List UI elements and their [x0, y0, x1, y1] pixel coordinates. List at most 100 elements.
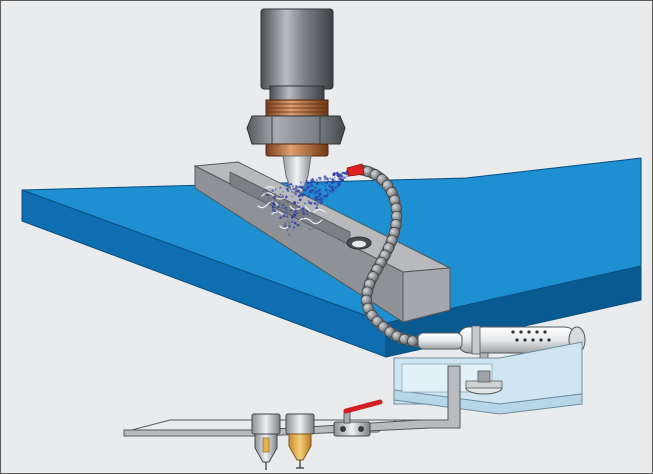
mist-droplet [341, 171, 344, 174]
mist-droplet [335, 186, 338, 189]
mist-droplet [309, 201, 313, 205]
mist-droplet [286, 229, 289, 232]
mist-droplet [295, 211, 299, 215]
mist-droplet [285, 210, 288, 212]
coolant-nozzle-icon [346, 163, 365, 177]
mist-droplet [286, 184, 289, 187]
valve-body [333, 421, 371, 437]
filter-a-head [251, 413, 281, 435]
mist-droplet [333, 176, 336, 179]
mist-droplet [281, 195, 285, 199]
mist-droplet [291, 185, 295, 188]
mist-droplet [324, 178, 326, 181]
mist-droplet [342, 172, 345, 175]
mist-droplet [316, 182, 319, 186]
mist-droplet [315, 202, 319, 206]
mist-droplet [274, 188, 277, 191]
mist-droplet [306, 213, 309, 216]
mist-droplet [319, 193, 322, 196]
swivel-post [477, 370, 491, 383]
generator-collar [471, 325, 481, 355]
mist-droplet [288, 224, 291, 228]
mist-droplet [286, 187, 289, 191]
mist-droplet [266, 193, 269, 197]
mist-droplet [287, 190, 290, 192]
mist-droplet [288, 221, 291, 224]
mist-droplet [306, 181, 310, 185]
hose-segments [360, 165, 419, 347]
magnetic-base-icon [393, 341, 583, 415]
mist-droplet [299, 194, 303, 197]
mist-droplet [298, 185, 301, 189]
filter-bowl-icon [285, 413, 315, 469]
mist-droplet [284, 206, 288, 210]
mist-droplet [278, 201, 281, 204]
mist-droplet [270, 202, 273, 205]
mist-droplet [311, 184, 313, 187]
mist-droplet [290, 209, 293, 212]
mist-droplet [293, 221, 297, 225]
workpiece-hole-inner [352, 240, 366, 248]
mist-droplet [289, 183, 293, 186]
mist-droplet [282, 214, 286, 218]
mist-droplet [297, 202, 299, 204]
mist-droplet [309, 182, 312, 185]
mist-droplet [336, 184, 340, 187]
mist-droplet [308, 211, 311, 214]
mist-droplet [296, 223, 299, 226]
mist-droplet [279, 216, 282, 220]
mist-droplet [336, 173, 340, 177]
mist-droplet [287, 201, 289, 204]
valve-nut-left [340, 426, 346, 432]
mist-droplet [306, 210, 309, 213]
mist-droplet [304, 194, 306, 196]
valve-nut-right [358, 426, 364, 432]
mist-droplet [319, 198, 322, 201]
mist-droplet [323, 175, 327, 179]
mist-droplet [314, 186, 317, 189]
valve-handle [343, 399, 383, 414]
mist-droplet [273, 203, 276, 206]
mist-droplet [294, 208, 297, 212]
mist-droplet [312, 180, 316, 183]
hose-segment [407, 335, 419, 347]
mist-droplet [286, 215, 289, 218]
spindle-collet-copper [265, 143, 329, 157]
mist-droplet [282, 190, 284, 193]
mist-droplet [318, 195, 321, 198]
mist-droplet [293, 226, 296, 229]
mist-droplet [319, 177, 322, 181]
filter-a-window [262, 437, 270, 453]
mist-droplet [324, 185, 327, 187]
mist-droplet [315, 206, 318, 210]
mist-droplet [265, 189, 268, 192]
mist-droplet [340, 175, 343, 178]
filter-b-bowl [288, 433, 312, 461]
generator-inlet [417, 332, 463, 350]
mist-droplet [319, 198, 323, 201]
mist-droplet [324, 181, 328, 185]
mist-droplet [271, 205, 275, 209]
mist-droplet [301, 193, 304, 195]
mist-droplet [316, 190, 319, 193]
mist-droplet [315, 178, 318, 182]
mist-droplet [303, 188, 307, 192]
mist-droplet [311, 177, 314, 181]
mist-droplet [328, 189, 331, 192]
mist-droplet [288, 233, 291, 236]
coolant-hose [346, 163, 426, 348]
mist-droplet [294, 189, 298, 193]
mist-droplet [340, 174, 344, 178]
mist-droplet [322, 198, 324, 200]
mist-droplet [317, 176, 320, 179]
machine-spindle-icon [246, 8, 346, 193]
valve-stem [343, 411, 351, 424]
mist-droplet [310, 189, 314, 192]
mist-droplet [285, 212, 288, 215]
mist-droplet [273, 195, 277, 200]
ball-valve-icon [333, 399, 383, 437]
mist-droplet [332, 172, 336, 176]
coolant-mist [262, 170, 353, 236]
